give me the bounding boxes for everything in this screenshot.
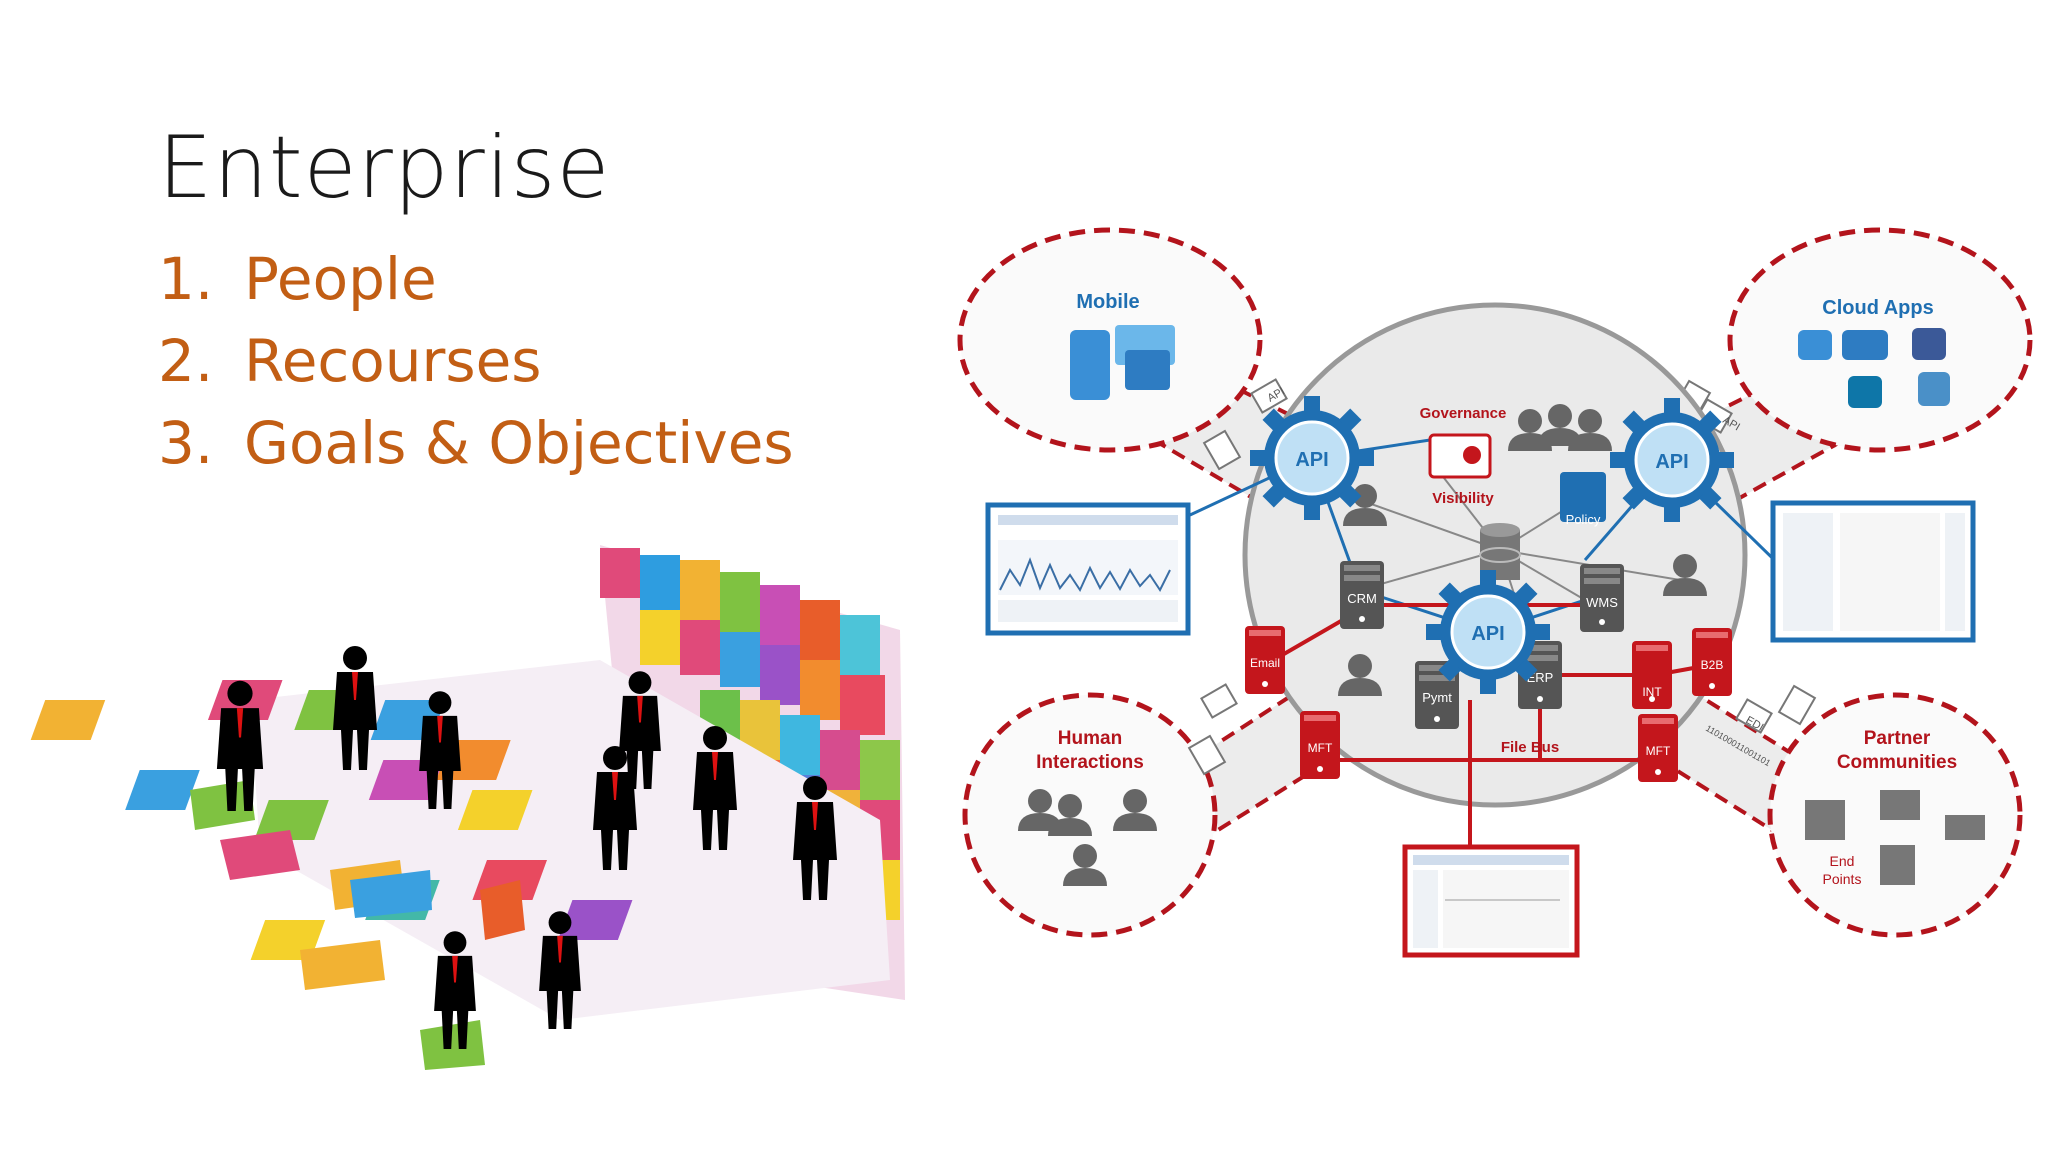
human-label-line1: Human [1058,728,1122,749]
email-label: Email [1250,656,1280,670]
list-item: 1. People [158,238,794,320]
mobile-label: Mobile [1076,291,1139,313]
building-icon [1805,800,1845,840]
connector-bands [1117,347,1883,863]
mft-label: MFT [1308,741,1333,755]
businesspeople-silhouettes [216,646,837,1049]
list-item: 2. Recourses [158,320,794,402]
mft-label: MFT [1646,744,1671,758]
network-links [1359,459,1681,691]
api-gear-icon [1248,394,1376,522]
monitoring-screenshot [985,502,1191,636]
user-group-icon [1018,789,1062,831]
erp-label: ERP [1527,670,1554,685]
user-icon [1338,654,1382,696]
int-node-icon [1632,641,1672,709]
int-label: INT [1642,685,1662,699]
hub-circle [1242,302,1748,808]
b2b-node-icon [1692,628,1732,696]
list-number: 2. [158,327,214,395]
app-icon [1798,330,1832,360]
visibility-icon [1428,433,1492,479]
visibility-label: Visibility [1432,490,1494,507]
database-icon [1479,523,1521,580]
list-item: 3. Goals & Objectives [158,402,794,484]
human-label-line2: Interactions [1036,752,1144,773]
mft-node-icon [1638,714,1678,782]
list-number: 3. [158,409,214,477]
user-icon [1113,789,1157,831]
file-bus-label: File Bus [1501,739,1559,756]
human-interactions-cloud: Human Interactions [962,692,1218,938]
b2b-label: B2B [1701,658,1724,672]
pymt-label: Pymt [1422,690,1452,705]
user-icon [1663,554,1707,596]
file-bus-links [1263,603,1711,855]
partner-communities-cloud: Partner Communities End Points [1767,692,2023,938]
document-icons [1187,378,1817,776]
api-label: API [1655,451,1688,473]
app-icon [1918,372,1950,406]
wms-label: WMS [1586,595,1618,610]
goal-list: 1. People 2. Recourses 3. Goals & Objective… [158,238,794,484]
puzzle-wall [600,545,905,1000]
governance-team-icon [1508,409,1552,451]
email-node-icon [1245,626,1285,694]
crm-server-icon [1340,561,1384,629]
partner-label-line2: Communities [1837,752,1957,773]
hospital-icon [1880,845,1915,885]
wms-server-icon [1580,564,1624,632]
puzzle-floor [30,660,890,1070]
partner-label-line1: Partner [1864,728,1931,749]
list-number: 1. [158,245,214,313]
linkedin-icon [1848,376,1882,408]
slide-title: Enterprise [158,118,611,218]
crm-label: CRM [1347,591,1377,606]
policy-label: Policy [1566,512,1601,527]
factory-icon [1880,790,1920,820]
api-tag: API [1721,414,1742,433]
console-screenshot [1770,500,1976,643]
list-label: Goals & Objectives [244,409,794,477]
end-points-line1: End [1830,853,1855,869]
mobile-devices-icon [1070,325,1175,400]
binary-tag: 110100011001101 [1704,723,1772,768]
policy-icon [1560,472,1606,522]
facebook-icon [1912,328,1946,360]
adp-icon [1842,330,1888,360]
reporting-screenshot [1402,844,1580,958]
truck-icon [1945,815,1985,840]
user-group-icon [1063,844,1107,886]
api-label: API [1471,623,1504,645]
api-gear-icon [1608,396,1736,524]
edi-tag: EDI [1744,714,1766,734]
cloud-apps-label: Cloud Apps [1822,297,1933,319]
api-links [1189,438,1802,634]
mobile-cloud: Mobile [957,227,1263,453]
list-label: People [244,245,437,313]
pymt-server-icon [1415,661,1459,729]
mft-node-icon [1300,711,1340,779]
api-gear-icon [1424,568,1552,696]
end-points-line2: Points [1823,871,1862,887]
user-icon [1343,484,1387,526]
api-label: API [1295,449,1328,471]
governance-label: Governance [1420,405,1507,422]
api-tag: API [1266,385,1287,404]
list-label: Recourses [244,327,542,395]
cloud-apps-cloud: Cloud Apps [1727,227,2033,453]
erp-server-icon [1518,641,1562,709]
